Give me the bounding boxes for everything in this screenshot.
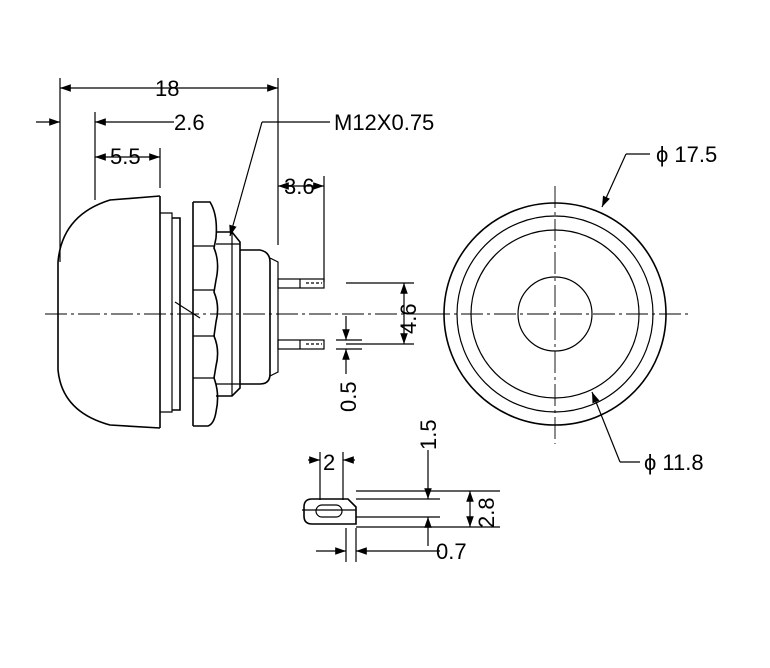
dim-pin-spacing: 4.6 bbox=[396, 303, 421, 334]
dimensions-lug: 2 1.5 2.8 0.7 bbox=[308, 419, 500, 564]
solder-lug-detail bbox=[302, 498, 357, 525]
outer-ring bbox=[443, 202, 667, 426]
dim-3-6: 3.6 bbox=[284, 174, 315, 199]
side-view bbox=[45, 195, 430, 429]
dim-lug-0-7: 0.7 bbox=[436, 539, 467, 564]
dim-inner-diameter: ϕ 11.8 bbox=[644, 450, 704, 475]
dim-lug-2-8: 2.8 bbox=[474, 497, 499, 528]
dim-outer-diameter: ϕ 17.5 bbox=[656, 142, 717, 167]
thread-spec: M12X0.75 bbox=[334, 110, 434, 135]
bezel-ring bbox=[456, 215, 654, 413]
solder-pin-upper bbox=[277, 278, 325, 289]
solder-pin-lower bbox=[277, 339, 325, 350]
terminal-body bbox=[240, 249, 279, 385]
washer bbox=[172, 217, 181, 411]
dome-cap bbox=[57, 195, 161, 429]
front-view bbox=[428, 186, 690, 444]
dimensions-front: ϕ 17.5 ϕ 11.8 bbox=[591, 142, 717, 475]
dim-2-6: 2.6 bbox=[174, 110, 205, 135]
dim-pin-width: 0.5 bbox=[336, 381, 361, 412]
hex-nut bbox=[174, 201, 219, 427]
dimensions-side: 18 2.6 5.5 M12X0.75 3.6 4.6 0.5 bbox=[36, 76, 434, 412]
lug-hole bbox=[315, 504, 343, 518]
button-face bbox=[470, 229, 640, 399]
dim-lug-1-5: 1.5 bbox=[416, 419, 441, 450]
dim-overall-length: 18 bbox=[155, 76, 179, 101]
center-circle bbox=[517, 276, 593, 352]
dim-5-5: 5.5 bbox=[110, 144, 141, 169]
dim-lug-2: 2 bbox=[323, 450, 335, 475]
